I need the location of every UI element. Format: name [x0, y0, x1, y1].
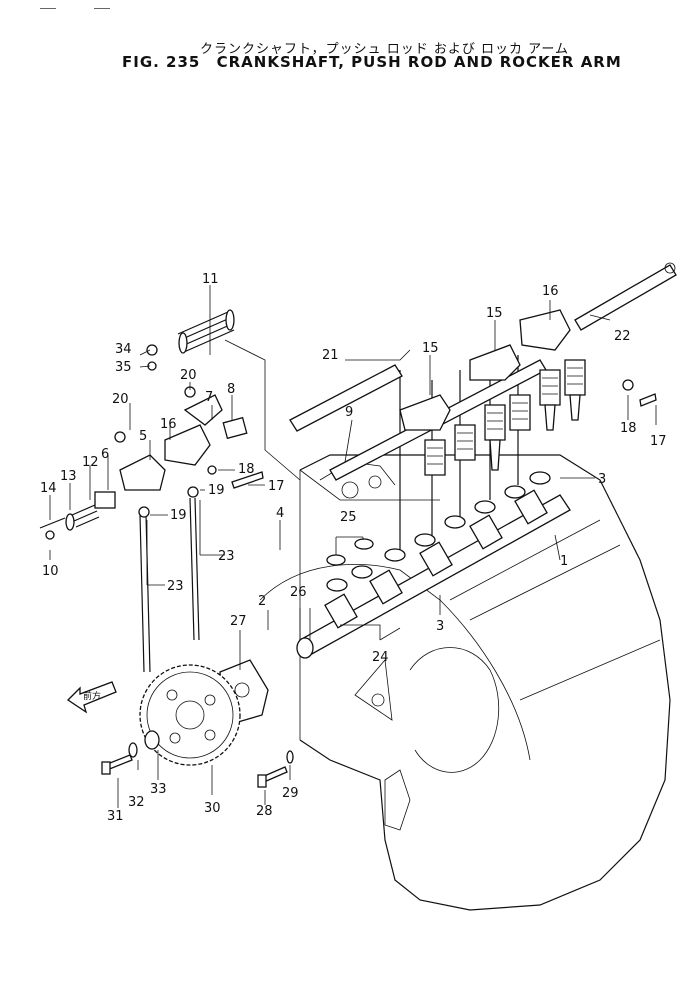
callout-2: 2 — [258, 594, 266, 609]
callout-1: 1 — [560, 554, 568, 569]
callout-21: 21 — [322, 348, 339, 363]
callout-15b: 15 — [486, 306, 503, 321]
rocker-shaft-upper — [574, 264, 677, 331]
o-ring — [326, 554, 346, 566]
callout-23: 23 — [218, 549, 235, 564]
callout-labels: 1 2 3 3 4 5 6 7 8 9 10 11 12 13 14 15 15… — [40, 272, 667, 824]
callout-17: 17 — [268, 479, 285, 494]
camshaft — [296, 489, 571, 659]
callout-33: 33 — [150, 782, 167, 797]
callout-16: 16 — [160, 417, 177, 432]
washer — [144, 730, 160, 750]
tappets — [326, 471, 551, 592]
o-ring — [354, 538, 374, 550]
callout-28: 28 — [256, 804, 273, 819]
callout-25: 25 — [340, 510, 357, 525]
callout-31: 31 — [107, 809, 124, 824]
callout-24: 24 — [372, 650, 389, 665]
callout-7: 7 — [205, 390, 213, 405]
callout-14: 14 — [40, 481, 57, 496]
callout-19: 19 — [208, 483, 225, 498]
callout-19b: 19 — [170, 508, 187, 523]
callout-35: 35 — [115, 360, 132, 375]
scan-mark-left — [40, 8, 56, 9]
callout-5: 5 — [139, 429, 147, 444]
callout-30: 30 — [204, 801, 221, 816]
callout-20b: 20 — [112, 392, 129, 407]
callout-9: 9 — [345, 405, 353, 420]
front-direction-arrow: 前方 — [66, 681, 117, 714]
figure-title-text: CRANKSHAFT, PUSH ROD AND ROCKER ARM — [216, 53, 622, 71]
left-rocker-group — [39, 344, 264, 540]
callout-3b: 3 — [436, 619, 444, 634]
callout-18: 18 — [238, 462, 255, 477]
callout-13: 13 — [60, 469, 77, 484]
scan-mark-right — [94, 8, 110, 9]
callout-16b: 16 — [542, 284, 559, 299]
callout-17b: 17 — [650, 434, 667, 449]
callout-22: 22 — [614, 329, 631, 344]
callout-29: 29 — [282, 786, 299, 801]
callout-4: 4 — [276, 506, 284, 521]
callout-15: 15 — [422, 341, 439, 356]
lock-washer — [128, 742, 138, 758]
cam-gear — [139, 664, 241, 766]
callout-3: 3 — [598, 472, 606, 487]
callout-10: 10 — [42, 564, 59, 579]
callout-12: 12 — [82, 455, 99, 470]
callout-34: 34 — [115, 342, 132, 357]
callout-20: 20 — [180, 368, 197, 383]
figure-number: FIG. 235 — [122, 53, 201, 71]
valve-spring-assemblies — [424, 359, 586, 476]
callout-8: 8 — [227, 382, 235, 397]
callout-32: 32 — [128, 795, 145, 810]
front-arrow-label: 前方 — [83, 690, 101, 702]
callout-11: 11 — [202, 272, 219, 287]
title-japanese: クランクシャフト，プッシュ ロッド および ロッカ アーム — [200, 42, 569, 57]
callout-23b: 23 — [167, 579, 184, 594]
callout-26: 26 — [290, 585, 307, 600]
callout-18b: 18 — [620, 421, 637, 436]
rocker-spring — [177, 309, 235, 354]
push-rod-tube — [289, 364, 403, 432]
rocker-arms — [399, 309, 571, 431]
figure-title: FIG. 235 CRANKSHAFT, PUSH ROD AND ROCKER… — [122, 53, 622, 71]
callout-6: 6 — [101, 447, 109, 462]
callout-27: 27 — [230, 614, 247, 629]
leader-lines — [49, 285, 657, 808]
